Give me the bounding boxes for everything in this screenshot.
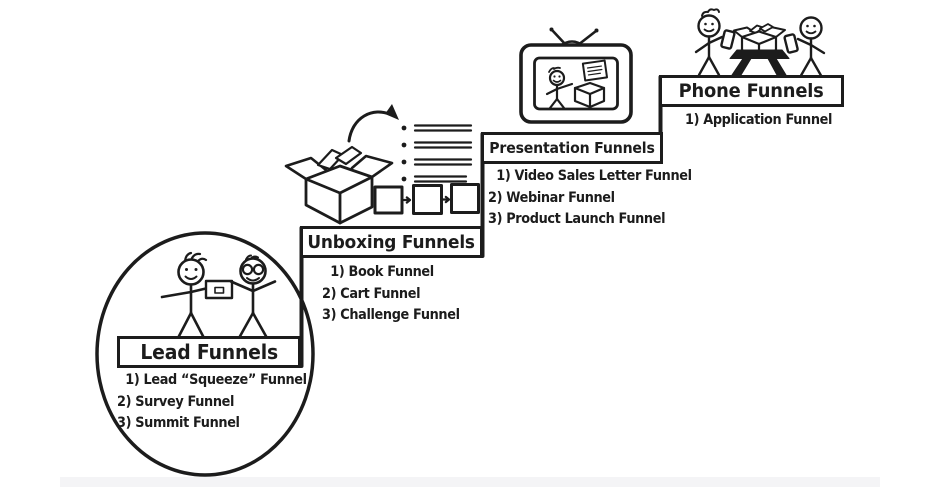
lead-funnels-title: Lead Funnels <box>140 340 278 364</box>
phone-funnels-bar: Phone Funnels <box>659 75 844 107</box>
process-squares-icon <box>373 183 480 215</box>
tv-presenter-icon <box>519 27 633 124</box>
list-item: 1) Book Funnel <box>330 264 434 280</box>
presentation-funnels-list: 1) Video Sales Letter Funnel 2) Webinar … <box>488 166 692 231</box>
lead-funnels-bar: Lead Funnels <box>117 336 301 368</box>
list-item: 2) Webinar Funnel <box>488 189 615 206</box>
unboxing-funnels-title: Unboxing Funnels <box>307 231 476 253</box>
lead-funnels-list: 1) Lead “Squeeze” Funnel 2) Survey Funne… <box>117 370 307 435</box>
lead-circle <box>95 231 315 477</box>
list-item: 3) Product Launch Funnel <box>488 211 666 227</box>
checklist-icon <box>401 124 473 183</box>
list-item: 3) Challenge Funnel <box>322 307 460 323</box>
curved-arrow-icon <box>347 104 399 143</box>
image-bottom-strip <box>60 477 880 487</box>
table-with-box-icon <box>729 23 790 76</box>
unboxing-funnels-bar: Unboxing Funnels <box>300 226 483 258</box>
list-item: 1) Application Funnel <box>685 112 833 128</box>
phone-person-left-icon <box>694 8 736 77</box>
list-item: 3) Summit Funnel <box>117 415 240 431</box>
phone-person-right-icon <box>783 16 826 77</box>
phone-funnels-title: Phone Funnels <box>678 80 824 102</box>
unboxing-funnels-list: 1) Book Funnel 2) Cart Funnel 3) Challen… <box>322 262 460 327</box>
presentation-funnels-bar: Presentation Funnels <box>481 132 663 164</box>
list-item: 2) Survey Funnel <box>117 393 235 410</box>
stick-figure-glasses-icon <box>229 254 277 340</box>
list-item: 1) Lead “Squeeze” Funnel <box>125 372 307 388</box>
list-item: 1) Video Sales Letter Funnel <box>496 168 692 184</box>
stick-figure-envelope-icon <box>160 251 234 340</box>
list-item: 2) Cart Funnel <box>322 285 421 302</box>
presentation-funnels-title: Presentation Funnels <box>489 139 655 157</box>
phone-funnels-list: 1) Application Funnel <box>685 110 832 132</box>
open-box-icon <box>284 145 394 225</box>
